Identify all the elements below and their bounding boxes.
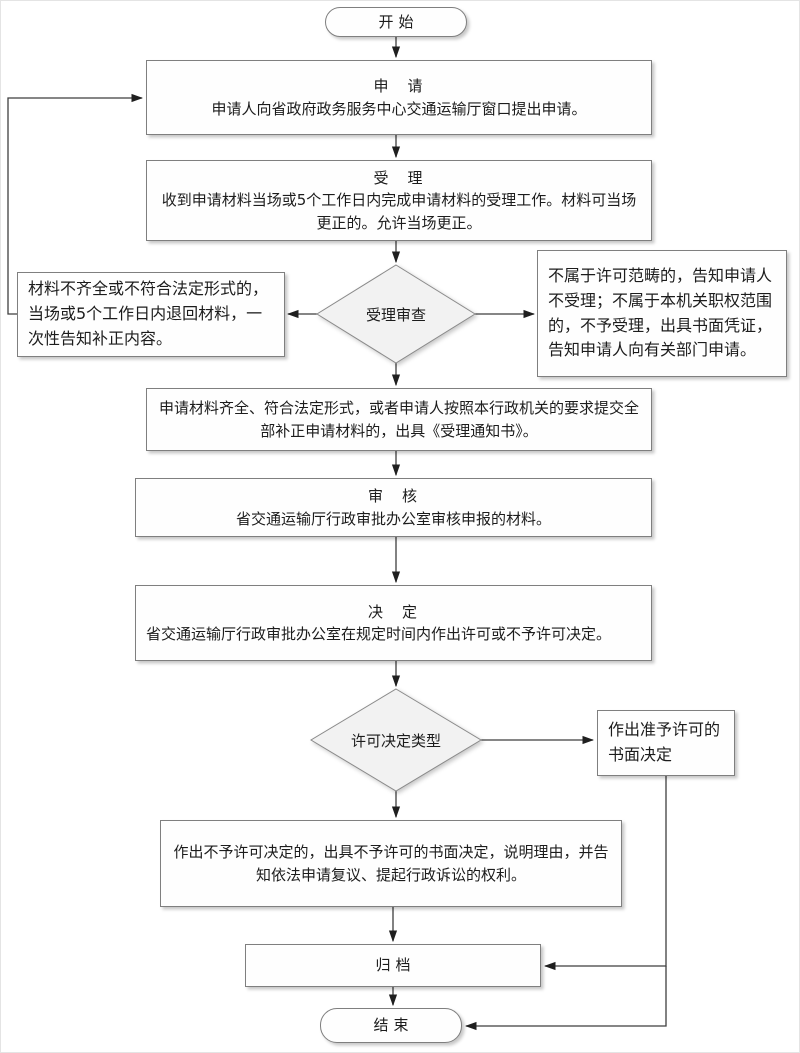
decision-type-diamond-label: 许可决定类型: [350, 731, 441, 750]
start-node: 开始: [325, 7, 467, 37]
grant-body: 作出准予许可的书面决定: [608, 720, 721, 764]
audit-box: 审 核 省交通运输厅行政审批办公室审核申报的材料。: [135, 478, 652, 537]
supplement-body: 材料不齐全或不符合法定形式的，当场或5个工作日内退回材料，一次性告知补正内容。: [28, 279, 269, 348]
audit-body: 省交通运输厅行政审批办公室审核申报的材料。: [235, 509, 551, 528]
grant-box: 作出准予许可的书面决定: [597, 710, 735, 776]
review-diamond: [316, 264, 476, 364]
audit-title: 审 核: [367, 487, 419, 505]
edge-supplement-apply-loop: [7, 93, 144, 315]
notice-box: 申请材料齐全、符合法定形式，或者申请人按照本行政机关的要求提交全部补正申请材料的…: [146, 388, 652, 451]
decision-type-diamond: [310, 688, 482, 792]
decision-box: 决 定 省交通运输厅行政审批办公室在规定时间内作出许可或不予许可决定。: [135, 585, 652, 661]
deny-box: 作出不予许可决定的，出具不予许可的书面决定，说明理由，并告知依法申请复议、提起行…: [160, 820, 622, 907]
decision-title: 决 定: [367, 602, 419, 621]
deny-body: 作出不予许可决定的，出具不予许可的书面决定，说明理由，并告知依法申请复议、提起行…: [173, 843, 609, 884]
accept-body: 收到申请材料当场或5个工作日内完成申请材料的受理工作。材料可当场更正的。允许当场…: [161, 191, 637, 232]
not-accepted-body: 不属于许可范畴的，告知申请人不受理；不属于本机关职权范围的，不予受理，出具书面凭…: [548, 265, 773, 360]
review-diamond-label: 受理审查: [365, 305, 426, 324]
notice-body: 申请材料齐全、符合法定形式，或者申请人按照本行政机关的要求提交全部补正申请材料的…: [158, 399, 639, 440]
accept-title: 受 理: [373, 168, 425, 187]
archive-box: 归档: [245, 944, 541, 987]
apply-title: 申 请: [373, 77, 425, 95]
end-node: 结束: [320, 1008, 462, 1043]
decision-body: 省交通运输厅行政审批办公室在规定时间内作出许可或不予许可决定。: [146, 625, 612, 643]
apply-box: 申 请 申请人向省政府政务服务中心交通运输厅窗口提出申请。: [146, 60, 652, 135]
apply-body: 申请人向省政府政务服务中心交通运输厅窗口提出申请。: [211, 99, 587, 118]
not-accepted-box: 不属于许可范畴的，告知申请人不受理；不属于本机关职权范围的，不予受理，出具书面凭…: [537, 250, 787, 377]
start-label: 开始: [378, 12, 419, 31]
accept-box: 受 理 收到申请材料当场或5个工作日内完成申请材料的受理工作。材料可当场更正的。…: [146, 160, 652, 241]
archive-label: 归档: [375, 956, 416, 975]
edge-grant-end: [464, 966, 667, 1031]
end-label: 结束: [373, 1016, 414, 1035]
supplement-box: 材料不齐全或不符合法定形式的，当场或5个工作日内退回材料，一次性告知补正内容。: [17, 272, 285, 357]
